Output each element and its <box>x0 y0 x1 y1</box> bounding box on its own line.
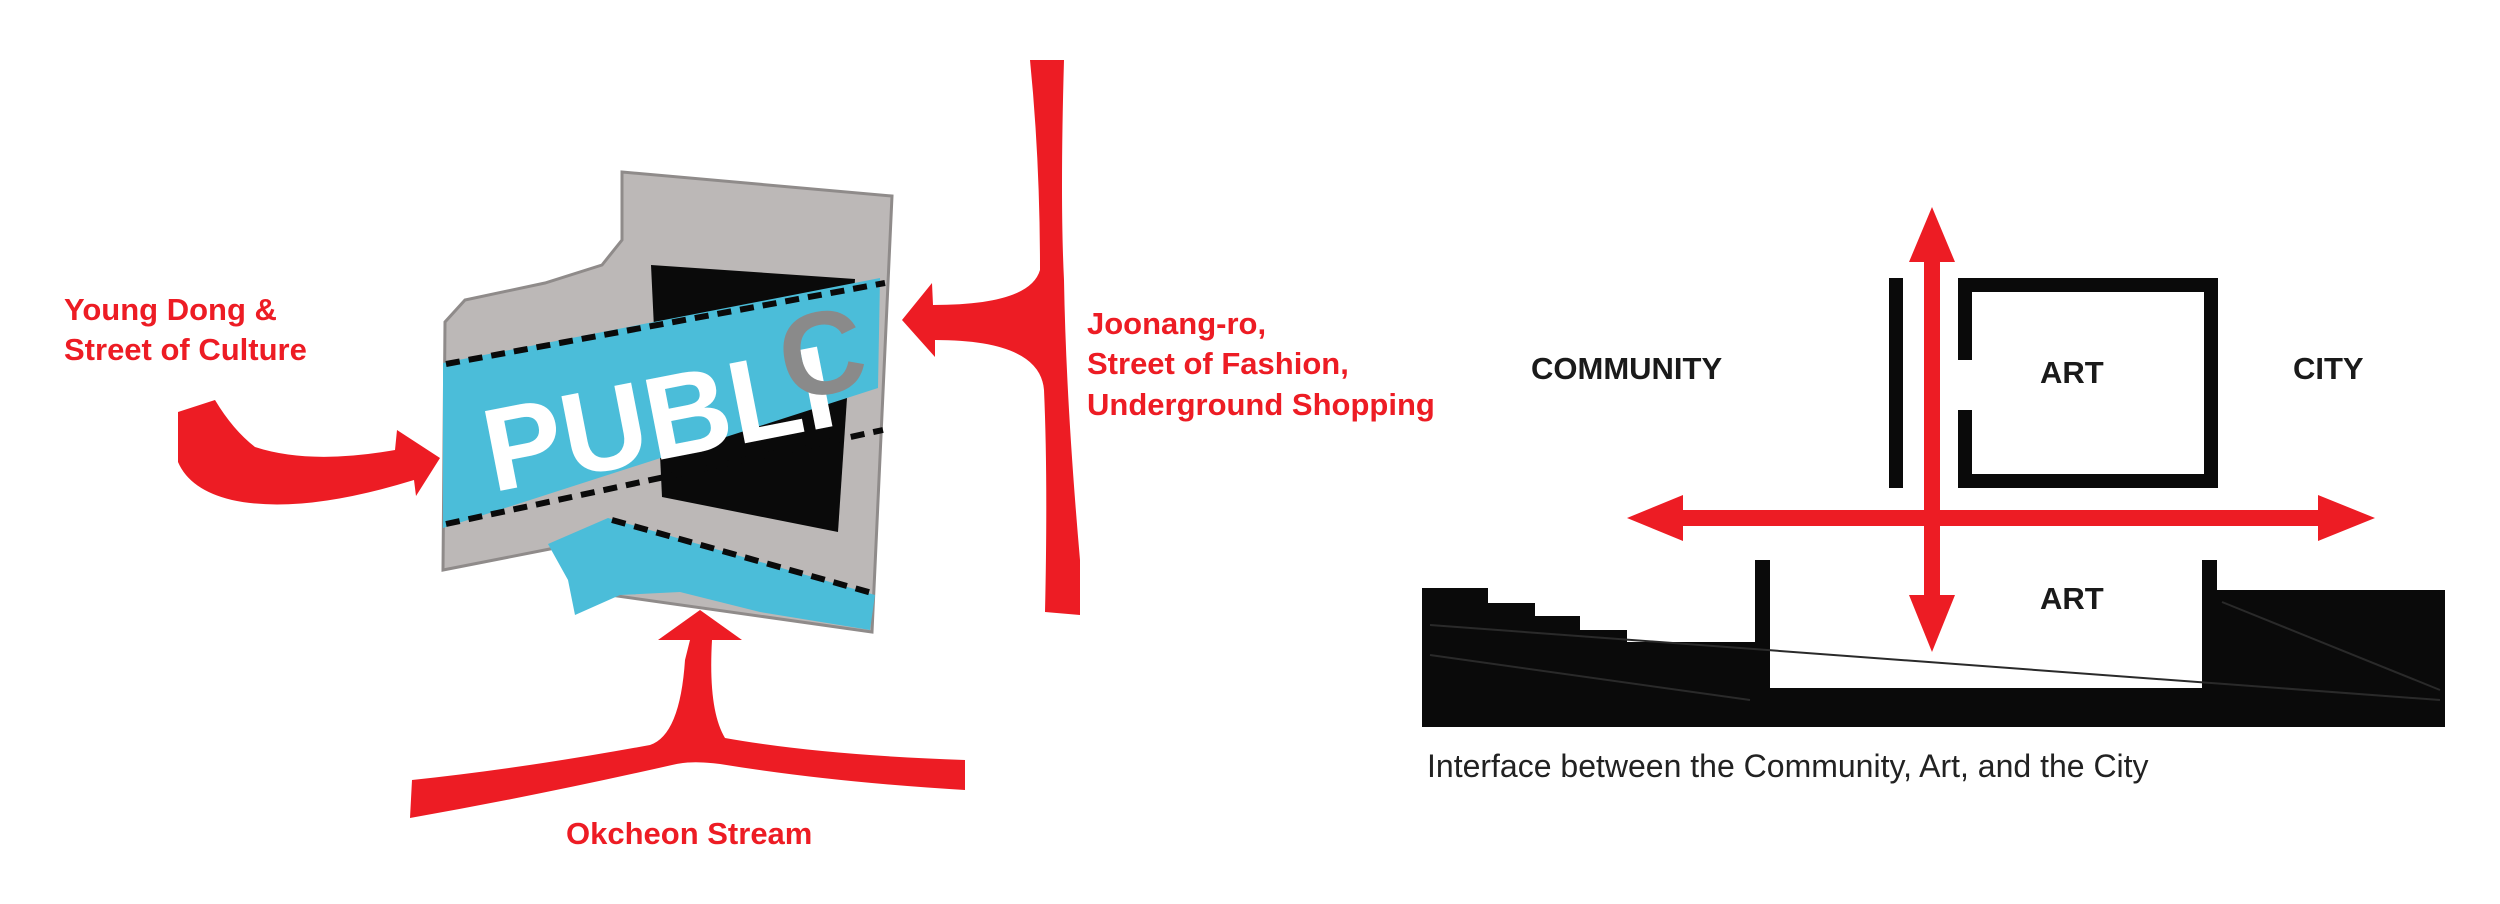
art-frame-bottom <box>1958 474 2218 488</box>
young-dong-label-line-2: Street of Culture <box>64 332 307 368</box>
site-map: PUBLI C <box>178 60 1080 818</box>
city-label: CITY <box>2293 351 2364 386</box>
art-frame-left-post <box>1889 278 1903 488</box>
art-frame-top <box>1958 278 2218 292</box>
interface-diagram <box>1422 207 2445 727</box>
joonang-ro-label-line-1: Joonang-ro, <box>1087 306 1267 341</box>
joonang-ro-label: Joonang-ro, Street of Fashion, Undergrou… <box>1087 304 1435 425</box>
art-frame-right <box>2204 278 2218 488</box>
joonang-ro-label-line-2: Street of Fashion, <box>1087 346 1349 382</box>
public-band <box>443 278 880 528</box>
okcheon-stream-label: Okcheon Stream <box>566 816 813 851</box>
joonang-ro-flow-arrow <box>902 60 1080 615</box>
diagram-caption: Interface between the Community, Art, an… <box>1427 748 2149 784</box>
community-label: COMMUNITY <box>1531 351 1723 386</box>
art-upper-label: ART <box>2040 355 2104 390</box>
young-dong-label: Young Dong & Street of Culture <box>64 290 307 371</box>
band-bottom-dashed-edge <box>445 427 884 527</box>
ground-section-texture <box>1429 601 2441 701</box>
joonang-ro-label-line-3: Underground Shopping <box>1087 386 1435 422</box>
ground-section <box>1422 560 2445 727</box>
art-frame-inner-left-upper <box>1958 278 1972 360</box>
band-top-dashed-edge <box>445 280 886 367</box>
young-dong-flow-arrow <box>178 400 440 505</box>
young-dong-label-line-1: Young Dong & <box>64 292 277 327</box>
lower-public-path <box>548 518 875 630</box>
okcheon-flow-arrow <box>410 610 965 818</box>
vertical-double-arrow <box>1909 207 1955 652</box>
horizontal-double-arrow <box>1627 495 2375 541</box>
art-frame-inner-left-lower <box>1958 410 1972 488</box>
art-lower-label: ART <box>2040 581 2104 616</box>
